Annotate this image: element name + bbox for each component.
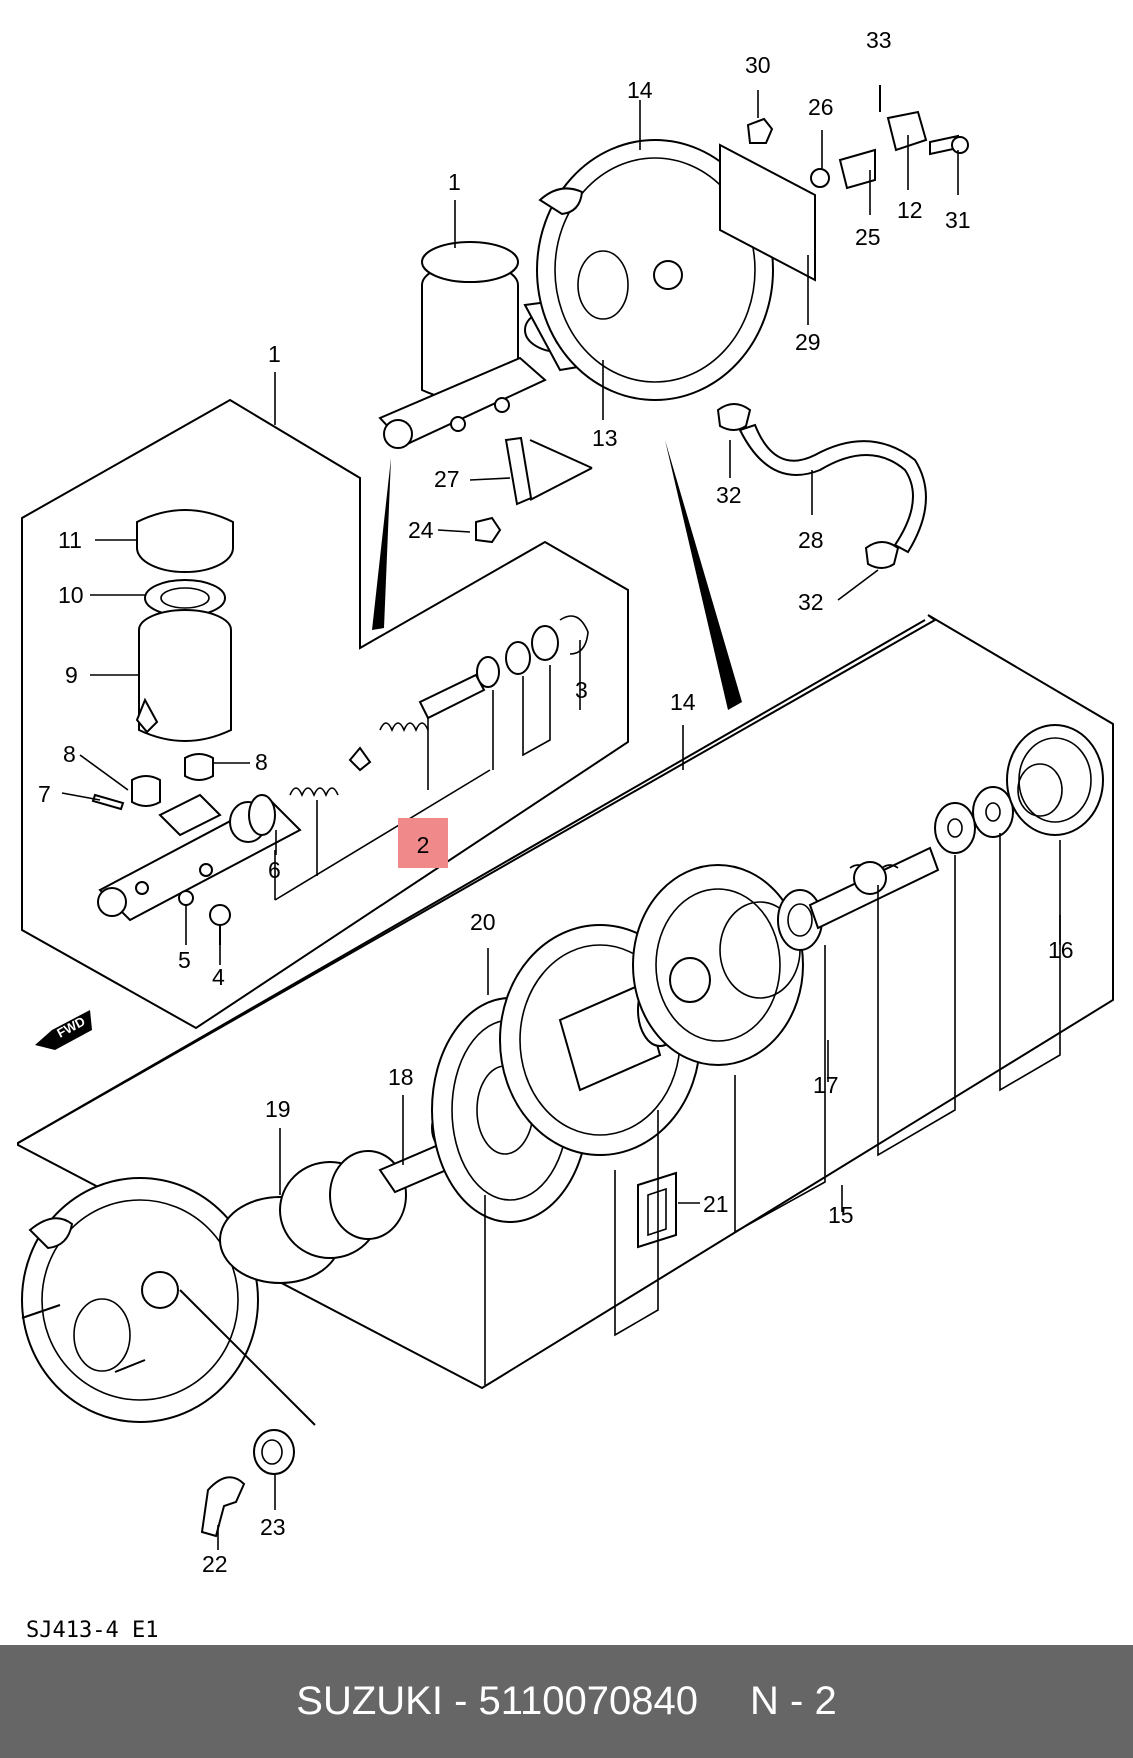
washer-5 [178, 890, 194, 906]
cup-seal [248, 794, 276, 836]
label-23: 23 [260, 1514, 286, 1540]
label-8-right: 8 [255, 749, 268, 775]
master-cylinder-body [97, 793, 302, 922]
footer-bar: SUZUKI - 5110070840 N - 2 [0, 1645, 1133, 1758]
bolt-4 [209, 904, 231, 945]
label-33: 33 [866, 27, 892, 53]
part-labels: 1 1 2 3 4 5 6 7 8 8 9 10 11 12 13 14 14 … [38, 27, 1074, 1577]
pointer-wedge-right [665, 440, 742, 710]
label-24: 24 [408, 517, 434, 543]
label-6: 6 [268, 857, 281, 883]
label-3: 3 [575, 677, 588, 703]
leader-lines-labels [61, 90, 1061, 1550]
booster-shell-rear [21, 1177, 316, 1426]
valve-body [808, 846, 940, 930]
booster-shell-front [632, 864, 804, 1066]
washers-lower [934, 786, 1014, 854]
small-hardware-top [746, 85, 969, 190]
label-32-lower: 32 [798, 589, 824, 615]
label-5: 5 [178, 947, 191, 973]
label-28: 28 [798, 527, 824, 553]
label-4: 4 [212, 964, 225, 990]
label-31: 31 [945, 207, 971, 233]
grommet-right [184, 753, 214, 781]
hose-clamp-lower [864, 541, 900, 569]
check-valve-elbow [200, 1476, 246, 1538]
label-9: 9 [65, 662, 78, 688]
label-16: 16 [1048, 937, 1074, 963]
label-12: 12 [897, 197, 923, 223]
highlight-part-2 [398, 818, 448, 868]
washer-3c [531, 625, 559, 661]
drawing-code: SJ413-4 E1 [26, 1618, 158, 1643]
label-29: 29 [795, 329, 821, 355]
leader-lines-upper [274, 640, 581, 901]
hose-clamp-upper [716, 403, 752, 431]
boot-16 [1006, 724, 1104, 836]
pin [91, 793, 125, 811]
diaphragm-19 [219, 1150, 407, 1284]
label-27: 27 [434, 466, 460, 492]
master-cylinder-box [21, 398, 629, 1030]
fwd-arrow [35, 1010, 92, 1050]
label-22: 22 [202, 1551, 228, 1577]
label-13: 13 [592, 425, 618, 451]
grommet-23 [253, 1429, 295, 1475]
snap-ring-3 [559, 615, 589, 655]
washer-3b [505, 641, 531, 675]
label-25: 25 [855, 224, 881, 250]
leader-lines-lower [484, 833, 1061, 1385]
label-21: 21 [703, 1191, 729, 1217]
label-15: 15 [828, 1202, 854, 1228]
footer-brand-part-number: SUZUKI - 5110070840 [296, 1679, 699, 1723]
label-2: 2 [417, 832, 430, 858]
label-1-top: 1 [448, 169, 461, 195]
bracket-and-nut [475, 436, 593, 544]
label-19: 19 [265, 1096, 291, 1122]
label-14-lower: 14 [670, 689, 696, 715]
brake-booster-top [536, 139, 776, 401]
label-18: 18 [388, 1064, 414, 1090]
reservoir-body [135, 609, 232, 742]
grommet-left [131, 775, 161, 807]
reservoir-cap [136, 509, 234, 573]
vacuum-hose [738, 423, 927, 554]
label-10: 10 [58, 582, 84, 608]
booster-plate [719, 143, 816, 282]
label-20: 20 [470, 909, 496, 935]
label-14-top: 14 [627, 77, 653, 103]
label-32-upper: 32 [716, 482, 742, 508]
label-1-box: 1 [268, 341, 281, 367]
label-17: 17 [813, 1072, 839, 1098]
label-8-left: 8 [63, 741, 76, 767]
piston-and-spring [289, 673, 486, 798]
footer-page: N - 2 [750, 1679, 837, 1723]
label-30: 30 [745, 52, 771, 78]
key-21 [637, 1171, 677, 1249]
label-11: 11 [58, 527, 82, 553]
label-7: 7 [38, 781, 51, 807]
exploded-parts-diagram: 1 1 2 3 4 5 6 7 8 8 9 10 11 12 13 14 14 … [17, 27, 1114, 1643]
washer-3a [476, 656, 500, 688]
label-26: 26 [808, 94, 834, 120]
pointer-wedge-left [372, 458, 391, 630]
